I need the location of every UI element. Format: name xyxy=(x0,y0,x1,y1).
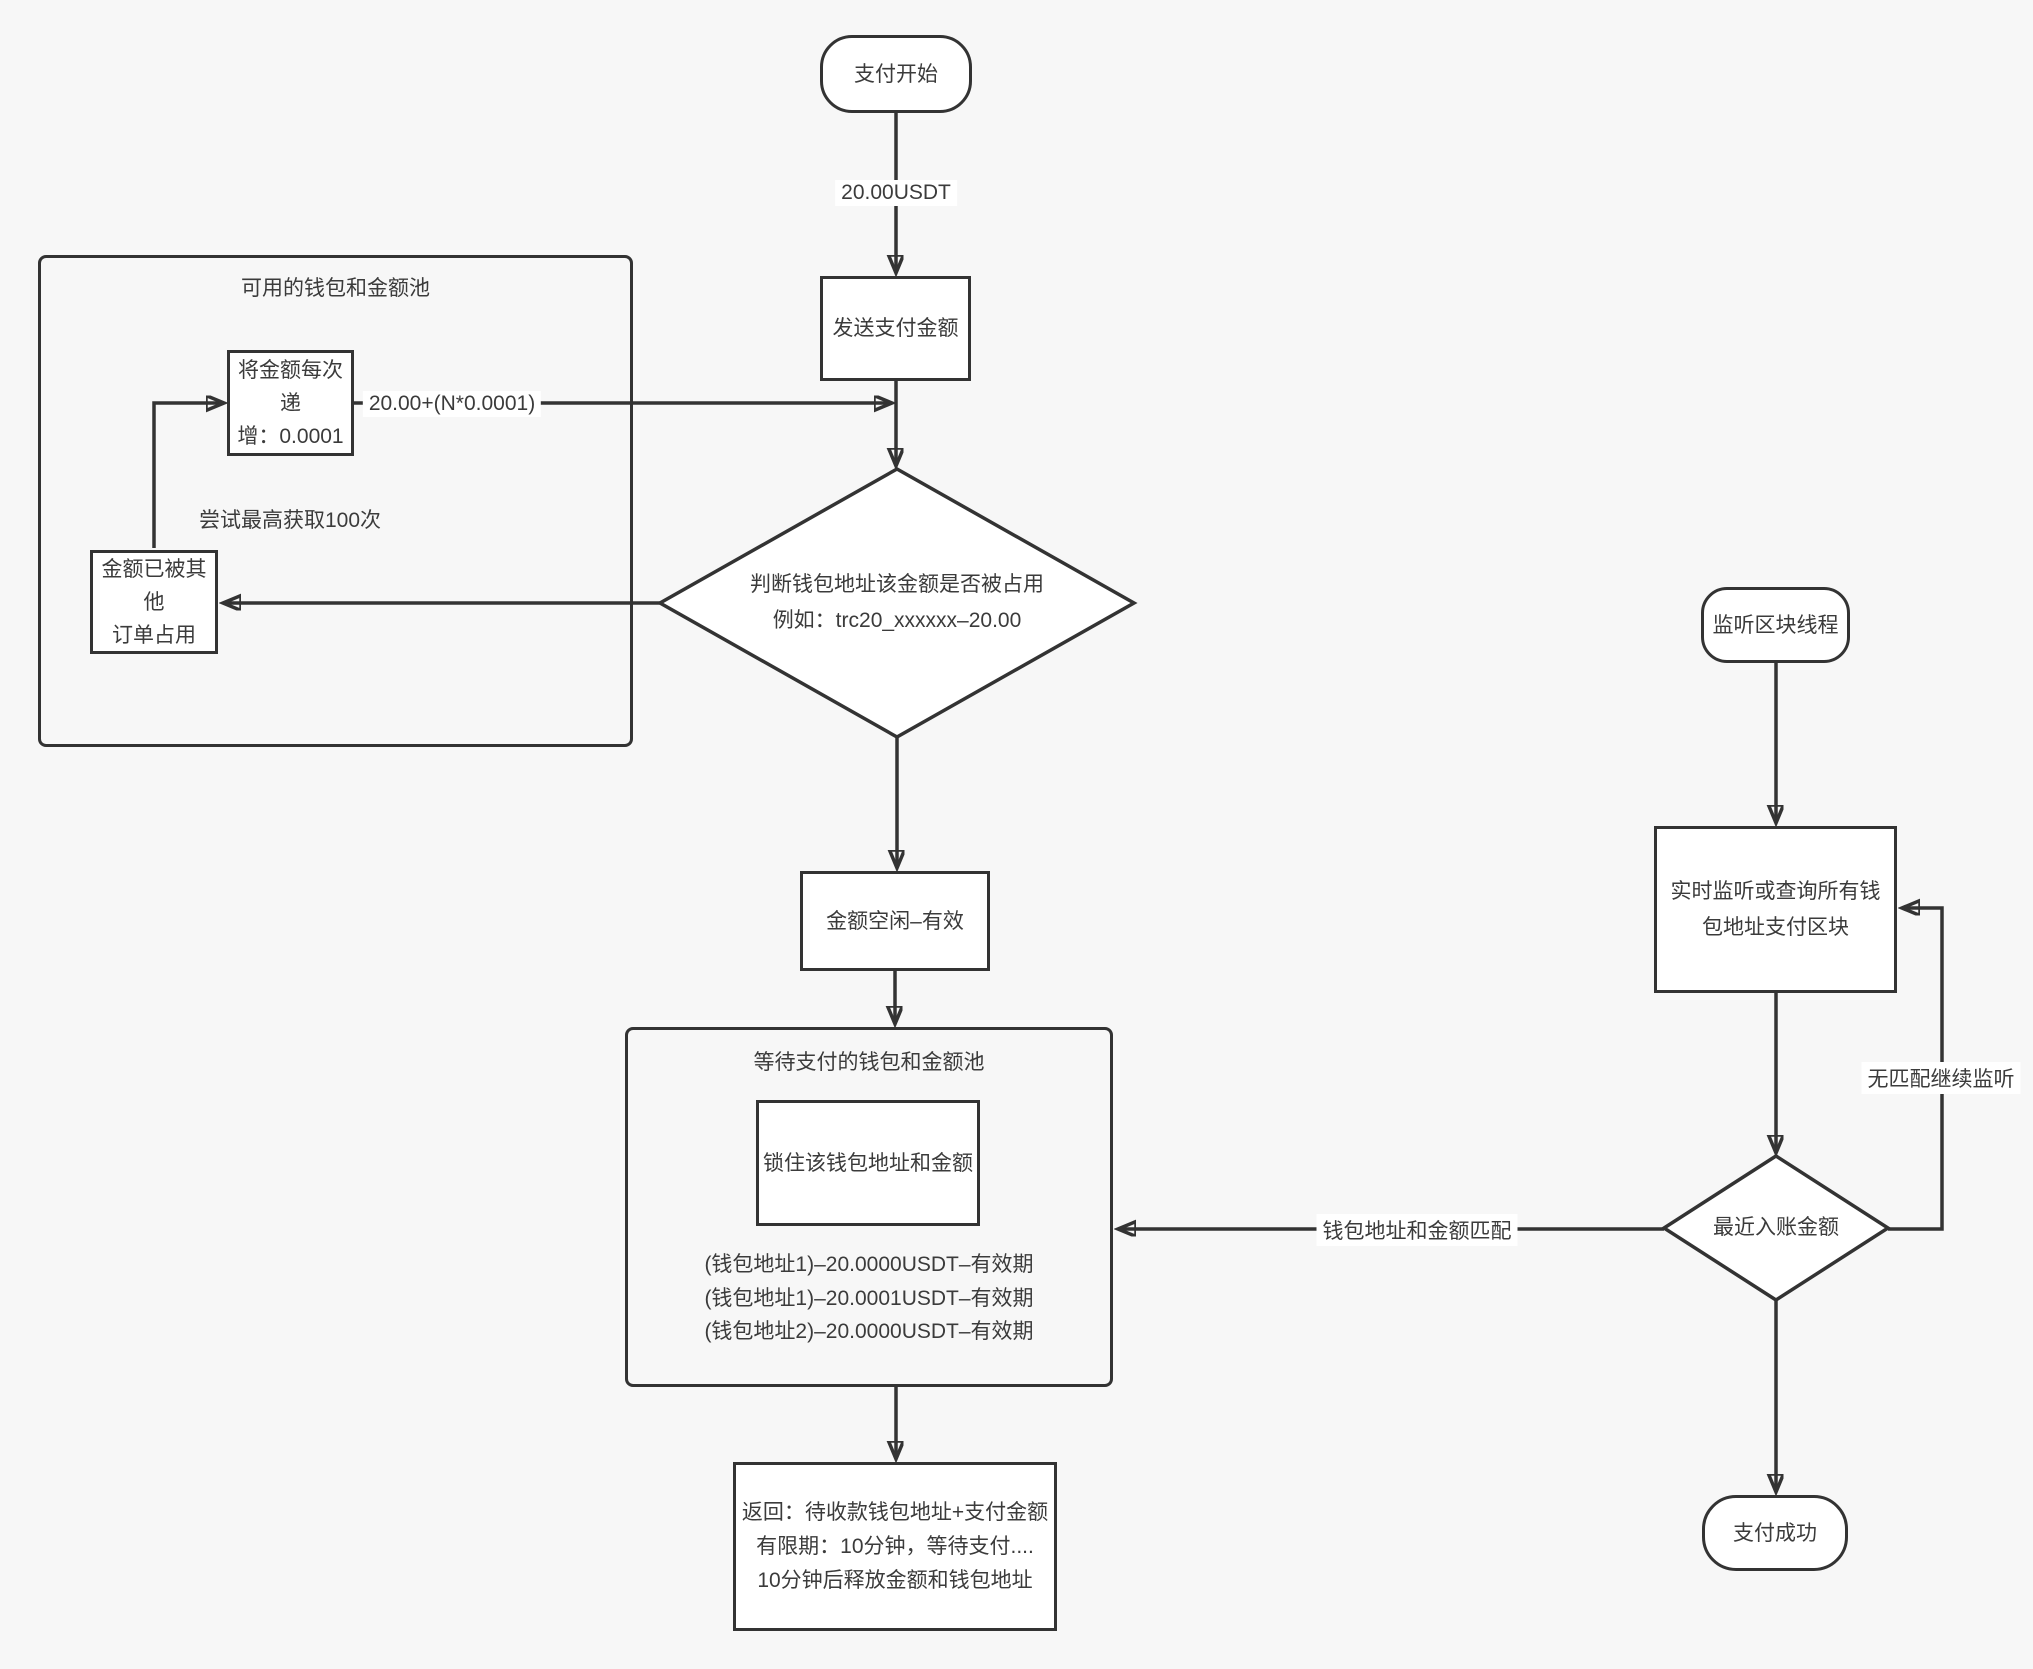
edge-label-initial-amount: 20.00USDT xyxy=(835,180,957,206)
retry-note: 尝试最高获取100次 xyxy=(198,509,382,532)
available-pool-title: 可用的钱包和金额池 xyxy=(241,277,430,300)
waiting-pool-title: 等待支付的钱包和金额池 xyxy=(753,1051,985,1074)
wallet-pool-entries: (钱包地址1)–20.0000USDT–有效期 (钱包地址1)–20.0001U… xyxy=(625,1248,1113,1349)
edge-label-increment-formula: 20.00+(N*0.0001) xyxy=(362,391,542,417)
check-occupied-diamond-label: 判断钱包地址该金额是否被占用 例如：trc20_xxxxxx–20.00 xyxy=(750,573,1044,632)
return-info-node: 返回：待收款钱包地址+支付金额 有限期：10分钟，等待支付.... 10分钟后释… xyxy=(733,1462,1057,1631)
amount-occupied-node: 金额已被其他 订单占用 xyxy=(90,550,218,654)
recent-amount-diamond-label: 最近入账金额 xyxy=(1713,1216,1839,1239)
edge-label-wallet-match: 钱包地址和金额匹配 xyxy=(1316,1214,1518,1246)
wallet-entry: (钱包地址1)–20.0001USDT–有效期 xyxy=(704,1286,1034,1310)
realtime-listen-node: 实时监听或查询所有钱 包地址支付区块 xyxy=(1654,826,1897,993)
listen-thread-node: 监听区块线程 xyxy=(1701,587,1850,663)
decision-diamond-recent-amount xyxy=(1660,1153,1892,1303)
edge-occupied-to-increment xyxy=(152,403,223,548)
wallet-entry: (钱包地址1)–20.0000USDT–有效期 xyxy=(704,1253,1034,1276)
increment-amount-node: 将金额每次递 增：0.0001 xyxy=(227,350,354,456)
start-node: 支付开始 xyxy=(820,35,972,113)
edge-label-no-match: 无匹配继续监听 xyxy=(1861,1062,2021,1094)
available-pool-container: 可用的钱包和金额池 xyxy=(38,255,633,747)
decision-diamond-check-occupied xyxy=(656,466,1138,740)
wallet-entry: (钱包地址2)–20.0000USDT–有效期 xyxy=(704,1320,1034,1343)
lock-wallet-node: 锁住该钱包地址和金额 xyxy=(756,1100,980,1226)
send-payment-node: 发送支付金额 xyxy=(820,276,971,381)
waiting-pool-container: 等待支付的钱包和金额池 xyxy=(625,1027,1113,1387)
amount-free-node: 金额空闲–有效 xyxy=(800,871,990,971)
pay-success-node: 支付成功 xyxy=(1702,1495,1848,1571)
